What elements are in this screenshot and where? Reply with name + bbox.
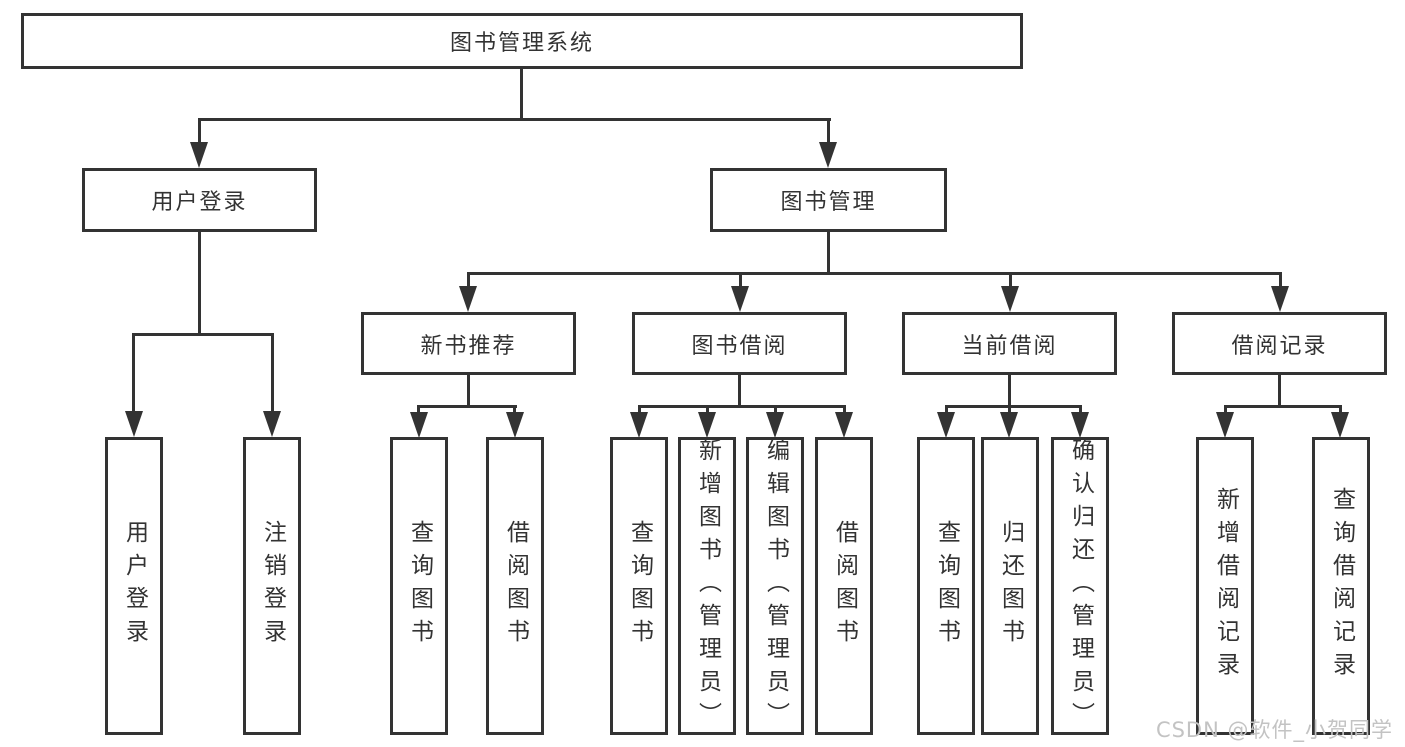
node-new-books-label: 新书推荐 <box>420 333 517 359</box>
leaf-logout-label: 注销登录 <box>259 520 286 652</box>
connector-user-login-branch <box>132 333 274 336</box>
connector-drop-login-leaf <box>132 333 135 413</box>
connector-new-books-stem <box>467 375 470 408</box>
leaf-nb-query-books: 查询图书 <box>390 437 448 735</box>
leaf-br-query-record: 查询借阅记录 <box>1312 437 1370 735</box>
leaf-bb-add-books-admin-label: 新增图书（管理员） <box>694 437 721 735</box>
leaf-bb-edit-books-admin: 编辑图书（管理员） <box>746 437 804 735</box>
arrowhead-cb-leaf-2 <box>1000 412 1018 438</box>
connector-drop-bb-leaf-4 <box>843 405 846 415</box>
leaf-br-add-record: 新增借阅记录 <box>1196 437 1254 735</box>
connector-drop-br-leaf-1 <box>1224 405 1227 415</box>
connector-drop-bb-leaf-1 <box>638 405 641 415</box>
leaf-cb-query-books: 查询图书 <box>917 437 975 735</box>
arrowhead-borrow-records <box>1271 286 1289 312</box>
watermark: CSDN @软件_小贺同学 <box>1155 718 1393 742</box>
arrowhead-nb-leaf-2 <box>506 412 524 438</box>
arrowhead-user-login <box>190 142 208 168</box>
connector-drop-new-books <box>467 272 470 288</box>
arrowhead-nb-leaf-1 <box>410 412 428 438</box>
connector-drop-book-borrow <box>739 272 742 288</box>
node-user-login: 用户登录 <box>82 168 317 232</box>
connector-drop-current-borrow <box>1009 272 1012 288</box>
node-borrow-records-label: 借阅记录 <box>1231 333 1328 359</box>
arrowhead-cb-leaf-3 <box>1071 412 1089 438</box>
leaf-user-login-label: 用户登录 <box>121 520 148 652</box>
connector-current-borrow-stem <box>1008 375 1011 408</box>
connector-drop-nb-leaf-2 <box>513 405 516 415</box>
connector-book-mgmt-branch <box>467 272 1282 275</box>
connector-borrow-records-branch <box>1224 405 1342 408</box>
arrowhead-book-mgmt <box>819 142 837 168</box>
leaf-bb-borrow-books: 借阅图书 <box>815 437 873 735</box>
connector-drop-cb-leaf-2 <box>1008 405 1011 415</box>
connector-book-borrow-branch <box>638 405 846 408</box>
node-current-borrow-label: 当前借阅 <box>961 333 1058 359</box>
arrowhead-bb-leaf-1 <box>630 412 648 438</box>
arrowhead-logout-leaf <box>263 411 281 437</box>
leaf-br-add-record-label: 新增借阅记录 <box>1212 487 1239 685</box>
leaf-cb-return-books-label: 归还图书 <box>997 520 1024 652</box>
connector-root-stem <box>520 68 523 119</box>
arrowhead-bb-leaf-2 <box>698 412 716 438</box>
leaf-bb-edit-books-admin-label: 编辑图书（管理员） <box>762 437 789 735</box>
arrowhead-bb-leaf-4 <box>835 412 853 438</box>
leaf-nb-borrow-books: 借阅图书 <box>486 437 544 735</box>
connector-drop-cb-leaf-1 <box>945 405 948 415</box>
leaf-nb-borrow-books-label: 借阅图书 <box>502 520 529 652</box>
node-root: 图书管理系统 <box>21 13 1023 69</box>
connector-root-branch <box>198 118 831 121</box>
leaf-bb-query-books-label: 查询图书 <box>626 520 653 652</box>
connector-drop-nb-leaf-1 <box>417 405 420 415</box>
connector-drop-book-mgmt <box>827 118 830 146</box>
leaf-nb-query-books-label: 查询图书 <box>406 520 433 652</box>
connector-drop-logout-leaf <box>271 333 274 413</box>
connector-drop-br-leaf-2 <box>1339 405 1342 415</box>
leaf-cb-confirm-return-admin-label: 确认归还（管理员） <box>1067 437 1094 735</box>
connector-new-books-branch <box>417 405 517 408</box>
connector-drop-bb-leaf-3 <box>774 405 777 415</box>
leaf-cb-return-books: 归还图书 <box>981 437 1039 735</box>
node-current-borrow: 当前借阅 <box>902 312 1117 375</box>
node-book-borrow-label: 图书借阅 <box>691 333 788 359</box>
node-root-label: 图书管理系统 <box>449 31 594 56</box>
leaf-logout: 注销登录 <box>243 437 301 735</box>
leaf-cb-confirm-return-admin: 确认归还（管理员） <box>1051 437 1109 735</box>
node-book-borrow: 图书借阅 <box>632 312 847 375</box>
connector-drop-cb-leaf-3 <box>1079 405 1082 415</box>
node-borrow-records: 借阅记录 <box>1172 312 1387 375</box>
node-book-mgmt: 图书管理 <box>710 168 947 232</box>
arrowhead-cb-leaf-1 <box>937 412 955 438</box>
node-new-books: 新书推荐 <box>361 312 576 375</box>
arrowhead-br-leaf-2 <box>1331 412 1349 438</box>
leaf-bb-query-books: 查询图书 <box>610 437 668 735</box>
leaf-bb-borrow-books-label: 借阅图书 <box>831 520 858 652</box>
connector-drop-bb-leaf-2 <box>706 405 709 415</box>
connector-user-login-stem <box>198 232 201 335</box>
leaf-br-query-record-label: 查询借阅记录 <box>1328 487 1355 685</box>
connector-book-borrow-stem <box>738 375 741 408</box>
connector-drop-user-login <box>198 118 201 146</box>
arrowhead-book-borrow <box>731 286 749 312</box>
arrowhead-login-leaf <box>125 411 143 437</box>
node-book-mgmt-label: 图书管理 <box>780 190 877 215</box>
connector-borrow-records-stem <box>1278 375 1281 408</box>
leaf-bb-add-books-admin: 新增图书（管理员） <box>678 437 736 735</box>
connector-drop-borrow-records <box>1279 272 1282 288</box>
arrowhead-current-borrow <box>1001 286 1019 312</box>
arrowhead-bb-leaf-3 <box>766 412 784 438</box>
leaf-user-login: 用户登录 <box>105 437 163 735</box>
leaf-cb-query-books-label: 查询图书 <box>933 520 960 652</box>
connector-current-borrow-branch <box>945 405 1082 408</box>
arrowhead-new-books <box>459 286 477 312</box>
connector-book-mgmt-stem <box>827 232 830 275</box>
arrowhead-br-leaf-1 <box>1216 412 1234 438</box>
node-user-login-label: 用户登录 <box>151 190 248 215</box>
